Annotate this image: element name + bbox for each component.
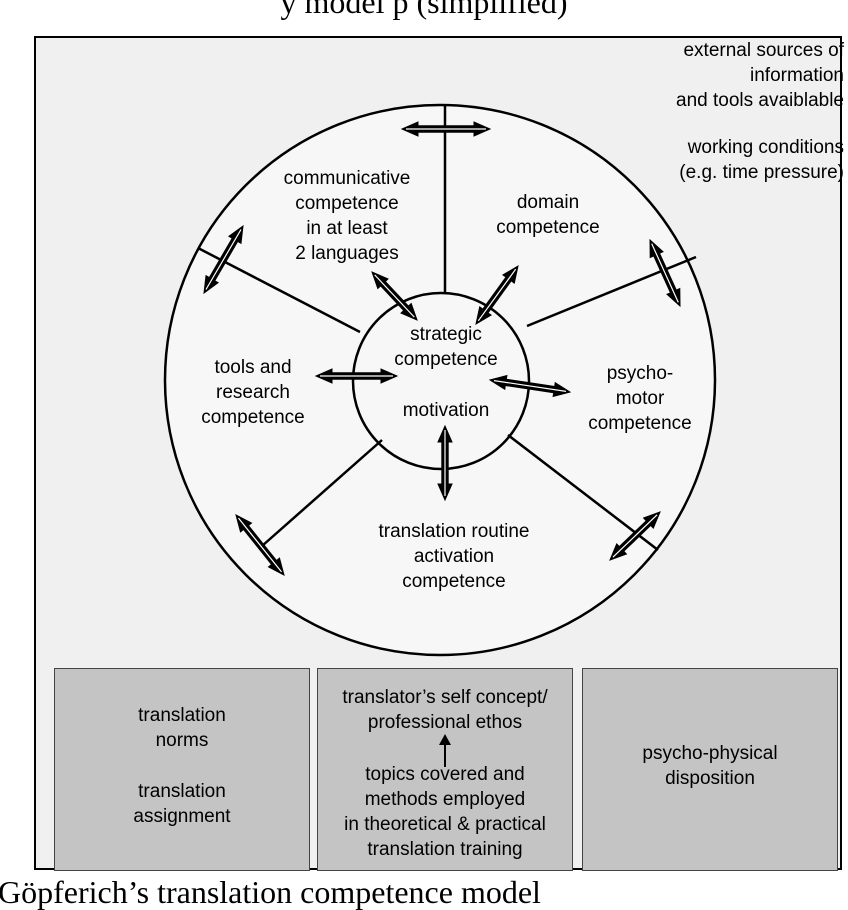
divider-right [526, 255, 697, 328]
arrow-inner-psycho-highlight [493, 380, 567, 392]
self-concept-line: professional ethos [367, 712, 523, 733]
norms-line: norms [155, 730, 209, 751]
psycho-physical-disposition-box: psycho-physical disposition [582, 668, 838, 871]
assignment-line: translation [138, 781, 226, 802]
assignment-line: assignment [133, 806, 231, 827]
figure-caption: Göpferich’s translation competence model [0, 874, 541, 910]
arrow-inner-comm-highlight [374, 274, 415, 318]
norms-line: translation [138, 705, 226, 726]
self-concept-line: translator’s self concept/ [342, 687, 548, 708]
divider-bottom-left [261, 439, 383, 547]
arrow-outer-bottom-right-highlight [612, 514, 658, 558]
arrows [203, 121, 681, 576]
arrow-outer-bottom-left-highlight [238, 517, 282, 573]
arrow-outer-left-highlight [205, 229, 242, 290]
external-sources-label: external sources of information and tool… [676, 40, 844, 111]
motivation-label: motivation [402, 400, 490, 421]
strategic-competence-label: strategic competence [394, 324, 498, 370]
tools-research-competence-label: tools and research competence [201, 357, 305, 428]
disposition-line: disposition [665, 768, 755, 789]
arrow-inner-domain-highlight [477, 268, 517, 322]
training-line: in theoretical & practical [344, 814, 546, 835]
translation-norms-box: translation norms translation assignment [54, 668, 310, 871]
psychomotor-competence-label: psycho- motor competence [588, 363, 692, 434]
domain-competence-label: domain competence [496, 192, 600, 238]
inner-circle [351, 291, 531, 471]
training-line: methods employed [364, 789, 526, 810]
self-concept-box: translator’s self concept/ professional … [317, 668, 573, 871]
communicative-competence-label: communicative competence in at least 2 l… [283, 168, 411, 264]
translation-routine-competence-label: translation routine activation competenc… [378, 521, 530, 592]
figure-title-top: y model p (simplified) [280, 0, 568, 20]
divider-bottom-right [507, 434, 659, 551]
working-conditions-label: working conditions (e.g. time pressure) [679, 137, 844, 183]
up-arrow-icon [439, 734, 451, 767]
training-line: translation training [367, 839, 523, 860]
arrow-outer-right-highlight [651, 243, 679, 303]
training-line: topics covered and [365, 764, 525, 785]
disposition-line: psycho-physical [642, 743, 778, 764]
